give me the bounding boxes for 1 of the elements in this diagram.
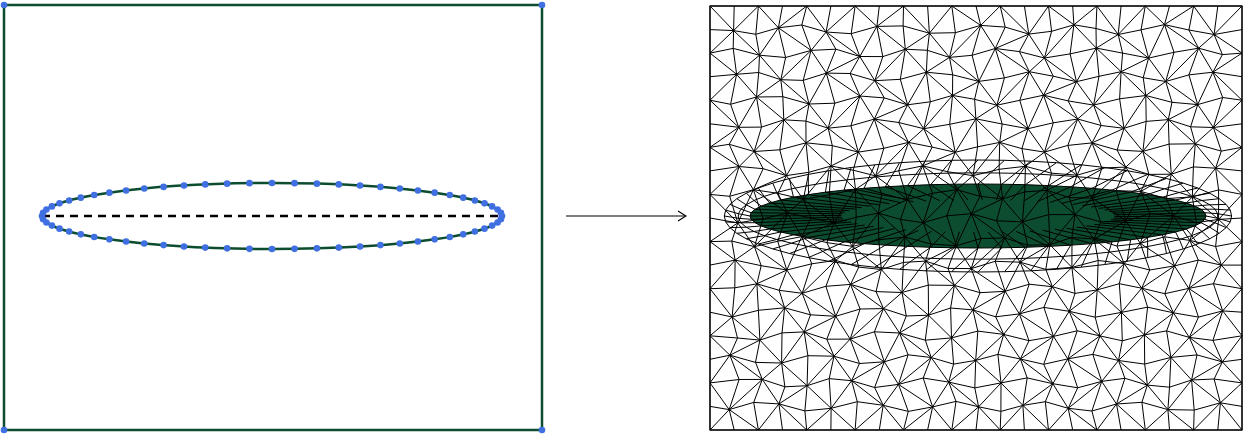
arrow xyxy=(565,210,687,222)
